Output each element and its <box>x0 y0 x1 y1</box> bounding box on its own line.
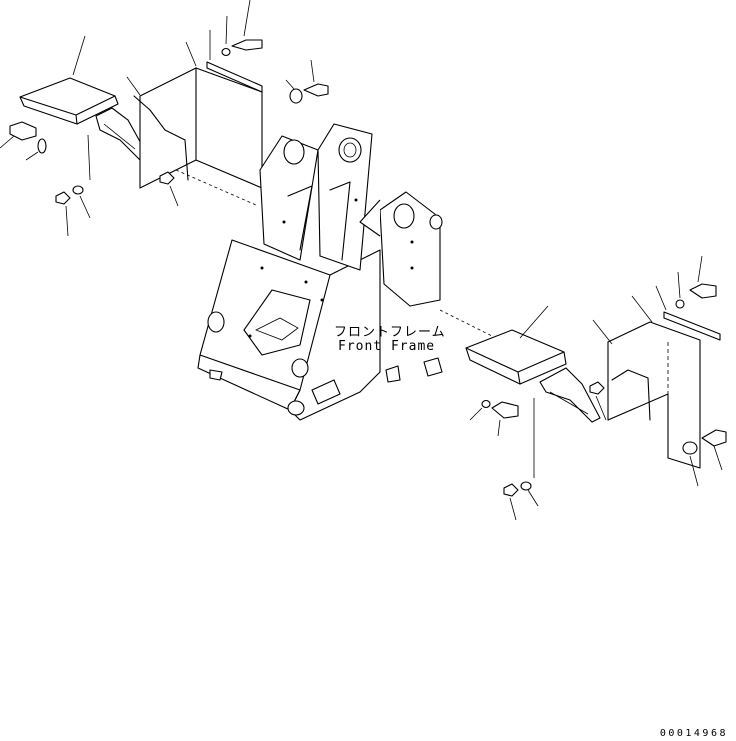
part-label-japanese: フロントフレーム <box>334 325 446 340</box>
drawing-number: 00014968 <box>659 728 728 739</box>
right-fender-assembly <box>465 255 727 521</box>
part-label-english: Front Frame <box>338 339 436 354</box>
front-frame <box>197 123 501 421</box>
left-fender-assembly <box>0 0 329 237</box>
